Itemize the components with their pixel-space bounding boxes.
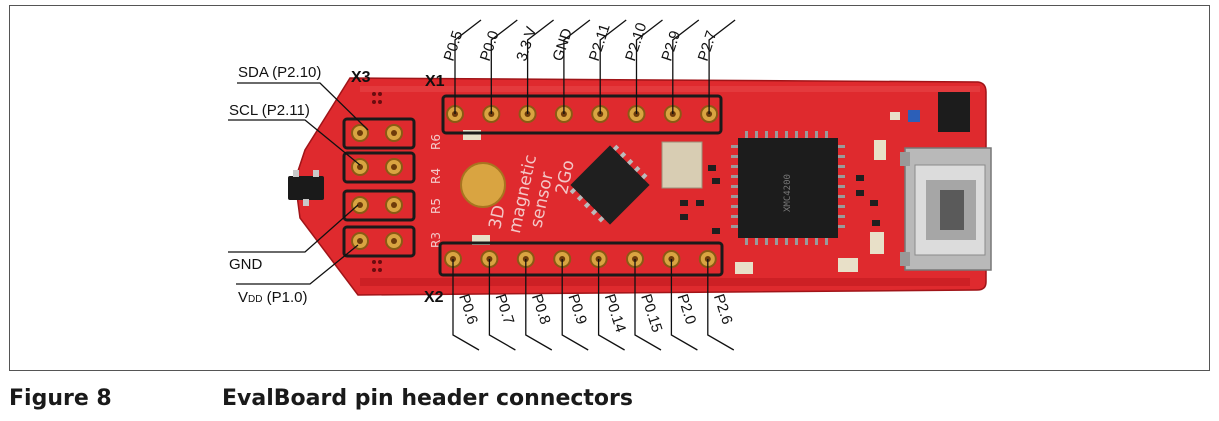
pin-label: P0.8 xyxy=(528,292,554,327)
regulator-ic xyxy=(938,92,970,132)
pin-leader-line xyxy=(635,19,663,114)
figure-frame xyxy=(9,5,1210,371)
resistor-label: R6 xyxy=(429,134,443,150)
sot-component xyxy=(288,176,324,200)
pin-label: P0.7 xyxy=(492,292,518,327)
pin-label: P0.5 xyxy=(441,29,467,64)
pin-label: GND xyxy=(550,26,577,63)
led xyxy=(908,110,920,122)
pin-label: P0.15 xyxy=(637,292,665,335)
x3-scl-box xyxy=(342,151,416,184)
pin-leader-line xyxy=(708,19,736,114)
pin-label: P2.0 xyxy=(674,292,700,327)
micro-usb-connector xyxy=(900,147,992,271)
scl-leader xyxy=(228,119,361,166)
pin-label: P2.7 xyxy=(695,29,721,64)
resistor-label: R4 xyxy=(429,168,443,184)
pin-leader-line xyxy=(454,19,482,114)
pin-leader-line xyxy=(670,259,698,351)
pin-leader-line xyxy=(561,259,589,351)
x3-gnd-box xyxy=(342,189,416,222)
x3-label: X3 xyxy=(351,69,371,86)
svg-text:XMC4200: XMC4200 xyxy=(783,174,793,212)
microcontroller-chip: XMC4200 xyxy=(731,131,845,245)
pin-leader-line xyxy=(488,259,516,351)
mounting-pad xyxy=(460,162,506,208)
pin-label: 3.3 V xyxy=(513,25,540,64)
vdd-leader xyxy=(236,244,359,285)
header-x3: X3 SDA (P2.10) SCL (P2.11) GND VDD ( xyxy=(228,64,416,306)
vdd-label: VDD (P1.0) xyxy=(238,289,307,306)
sda-label: SDA (P2.10) xyxy=(238,64,321,81)
pin-leader-line xyxy=(563,19,591,114)
x1-label: X1 xyxy=(425,73,445,90)
pin-leader-line xyxy=(672,19,700,114)
pin-leader-line xyxy=(597,259,625,351)
gnd-label: GND xyxy=(229,256,263,273)
figure-number: Figure 8 xyxy=(9,386,112,411)
pin-label: P2.6 xyxy=(710,292,736,327)
pin-leader-line xyxy=(490,19,518,114)
sda-leader xyxy=(237,82,369,131)
pin-leader-line xyxy=(599,19,627,114)
pin-leader-line xyxy=(707,259,735,351)
x3-sda-box xyxy=(342,117,416,150)
pin-leader-line xyxy=(634,259,662,351)
header-x2: X2 xyxy=(424,241,724,306)
pin-label: P2.11 xyxy=(586,22,614,63)
pin-label: P0.6 xyxy=(455,292,481,327)
resistor-label: R5 xyxy=(429,198,443,214)
x3-vdd-box xyxy=(342,225,416,258)
pin-label: P2.10 xyxy=(622,21,650,64)
pin-label: P0.9 xyxy=(564,292,590,327)
pin-leader-line xyxy=(525,259,553,351)
scl-label: SCL (P2.11) xyxy=(229,102,310,119)
x2-highlight-box xyxy=(438,241,724,277)
crystal xyxy=(661,141,703,189)
pin-label: P2.9 xyxy=(658,29,684,64)
pin-label: P0.14 xyxy=(601,292,629,335)
pin-leader-line xyxy=(526,19,554,114)
pin-leader-line xyxy=(452,259,480,351)
svg-text:3D: 3D xyxy=(485,203,510,231)
pin-label: P0.0 xyxy=(477,29,503,64)
x1-highlight-box xyxy=(441,94,723,135)
gnd-leader xyxy=(228,204,359,253)
header-x1: X1 xyxy=(425,73,723,135)
x2-label: X2 xyxy=(424,289,444,306)
figure-title: EvalBoard pin header connectors xyxy=(222,386,633,411)
